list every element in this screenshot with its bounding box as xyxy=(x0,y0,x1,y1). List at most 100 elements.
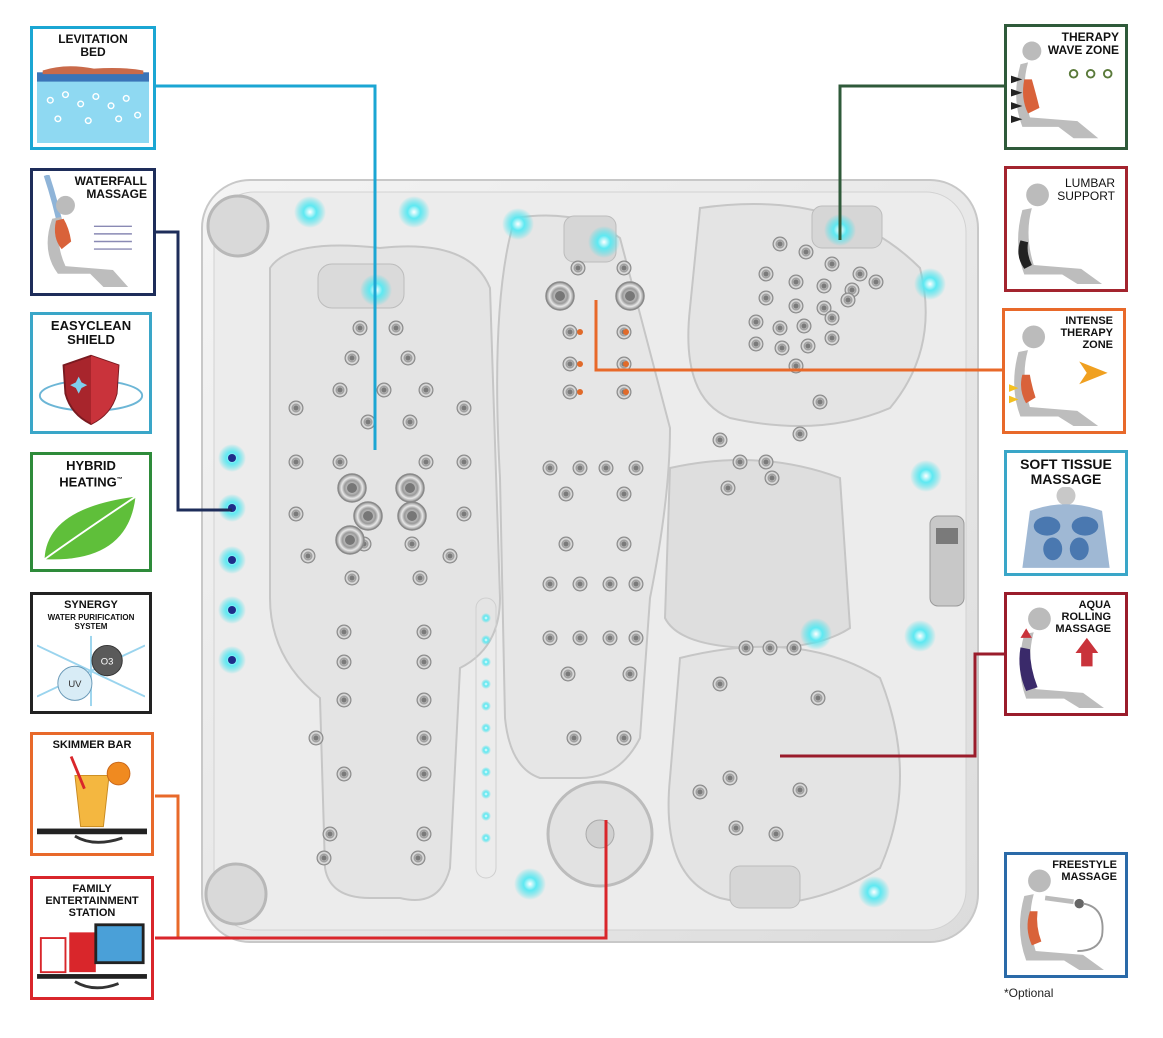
uv-label: UV xyxy=(68,679,82,690)
cool-down-seat xyxy=(667,645,901,905)
entertainment-icon xyxy=(37,921,147,993)
jet-nozzle xyxy=(849,287,855,293)
jet-nozzle xyxy=(603,465,609,471)
strip-led xyxy=(481,745,491,755)
led-light xyxy=(360,274,392,306)
jet-nozzle xyxy=(607,635,613,641)
drink-tray-icon xyxy=(37,755,147,849)
jet-nozzle xyxy=(633,635,639,641)
jet-nozzle xyxy=(327,831,333,837)
card-synergy: SYNERGY WATER PURIFICATION SYSTEM O3 UV xyxy=(30,592,152,714)
shield-icon xyxy=(37,349,145,427)
card-subtitle: WATER PURIFICATION SYSTEM xyxy=(47,613,135,631)
jet-nozzle xyxy=(773,831,779,837)
jet-nozzle xyxy=(577,465,583,471)
led-light xyxy=(294,196,326,228)
jet-nozzle xyxy=(341,697,347,703)
jet-nozzle xyxy=(341,629,347,635)
hybrid-heating-label: HYBRID HEATING xyxy=(59,458,117,490)
waterfall-bubble-jets xyxy=(218,444,246,674)
jet-nozzle xyxy=(423,459,429,465)
card-easyclean-shield: EASYCLEAN SHIELD xyxy=(30,312,152,434)
jet-nozzle xyxy=(421,831,427,837)
card-skimmer-bar: SKIMMER BAR xyxy=(30,732,154,856)
jet-nozzle xyxy=(567,329,573,335)
jet-nozzle xyxy=(763,295,769,301)
purification-icon: O3 UV xyxy=(37,635,145,707)
jet-nozzle xyxy=(337,459,343,465)
card-title: HYBRID HEATING™ xyxy=(33,458,149,490)
jet-nozzle xyxy=(547,635,553,641)
jet-nozzle xyxy=(753,341,759,347)
large-jet-nozzle xyxy=(347,483,357,493)
led-light xyxy=(502,208,534,240)
card-title: INTENSE THERAPY ZONE xyxy=(1060,315,1113,351)
strip-led xyxy=(481,811,491,821)
jet-nozzle xyxy=(821,305,827,311)
jet-nozzle xyxy=(717,681,723,687)
jet-nozzle xyxy=(753,319,759,325)
jet-nozzle xyxy=(337,387,343,393)
strip-led xyxy=(481,789,491,799)
jet-nozzle xyxy=(769,475,775,481)
card-soft-tissue-massage: SOFT TISSUE MASSAGE xyxy=(1004,450,1128,576)
jet-nozzle xyxy=(857,271,863,277)
card-lumbar-support: LUMBAR SUPPORT xyxy=(1004,166,1128,292)
bubble-jet xyxy=(228,454,236,462)
jet-nozzle xyxy=(349,575,355,581)
jet-nozzle xyxy=(727,775,733,781)
jet-nozzle xyxy=(293,405,299,411)
jet-nozzle xyxy=(365,419,371,425)
jet-nozzle xyxy=(409,541,415,547)
jet-nozzle xyxy=(763,459,769,465)
jet-nozzle xyxy=(461,405,467,411)
jet-nozzle xyxy=(793,279,799,285)
card-title: SKIMMER BAR xyxy=(52,739,132,751)
levitation-bed-icon xyxy=(37,63,149,143)
jet-nozzle xyxy=(763,271,769,277)
jet-nozzle xyxy=(577,581,583,587)
jet-nozzle xyxy=(821,283,827,289)
jet-nozzle xyxy=(421,771,427,777)
card-therapy-wave-zone: THERAPY WAVE ZONE xyxy=(1004,24,1128,150)
bubble-jet xyxy=(228,656,236,664)
strip-led xyxy=(481,679,491,689)
jet-nozzle xyxy=(873,279,879,285)
jet-nozzle xyxy=(791,645,797,651)
jet-nozzle xyxy=(417,575,423,581)
jet-nozzle xyxy=(633,581,639,587)
jet-nozzle xyxy=(633,465,639,471)
jet-nozzle xyxy=(563,491,569,497)
card-title: THERAPY WAVE ZONE xyxy=(1047,30,1119,57)
therapy-jet-accent xyxy=(623,361,629,367)
large-jet-nozzle xyxy=(555,291,565,301)
large-jet-nozzle xyxy=(345,535,355,545)
led-light xyxy=(858,876,890,908)
jet-nozzle xyxy=(805,343,811,349)
jet-nozzle xyxy=(767,645,773,651)
strip-led xyxy=(481,767,491,777)
therapy-jet-accent xyxy=(623,389,629,395)
strip-led xyxy=(481,723,491,733)
lumbar-support-icon xyxy=(1011,173,1121,285)
jet-nozzle xyxy=(845,297,851,303)
card-title: AQUA ROLLING MASSAGE xyxy=(1055,599,1111,635)
jet-nozzle xyxy=(621,491,627,497)
jet-nozzle xyxy=(447,553,453,559)
jet-nozzle xyxy=(313,735,319,741)
freestyle-massage-icon xyxy=(1011,859,1121,971)
card-waterfall-massage: WATERFALL MASSAGE xyxy=(30,168,156,296)
jet-nozzle xyxy=(415,855,421,861)
jet-nozzle xyxy=(393,325,399,331)
jet-nozzle xyxy=(421,659,427,665)
led-light xyxy=(824,214,856,246)
therapy-jet-accent xyxy=(577,329,583,335)
jet-nozzle xyxy=(621,265,627,271)
leaf-icon xyxy=(37,489,145,565)
jet-nozzle xyxy=(829,335,835,341)
jet-nozzle xyxy=(407,419,413,425)
jet-nozzle xyxy=(607,581,613,587)
jet-nozzle xyxy=(321,855,327,861)
line-skimmer xyxy=(155,794,180,940)
card-title: SYNERGY xyxy=(64,599,118,611)
